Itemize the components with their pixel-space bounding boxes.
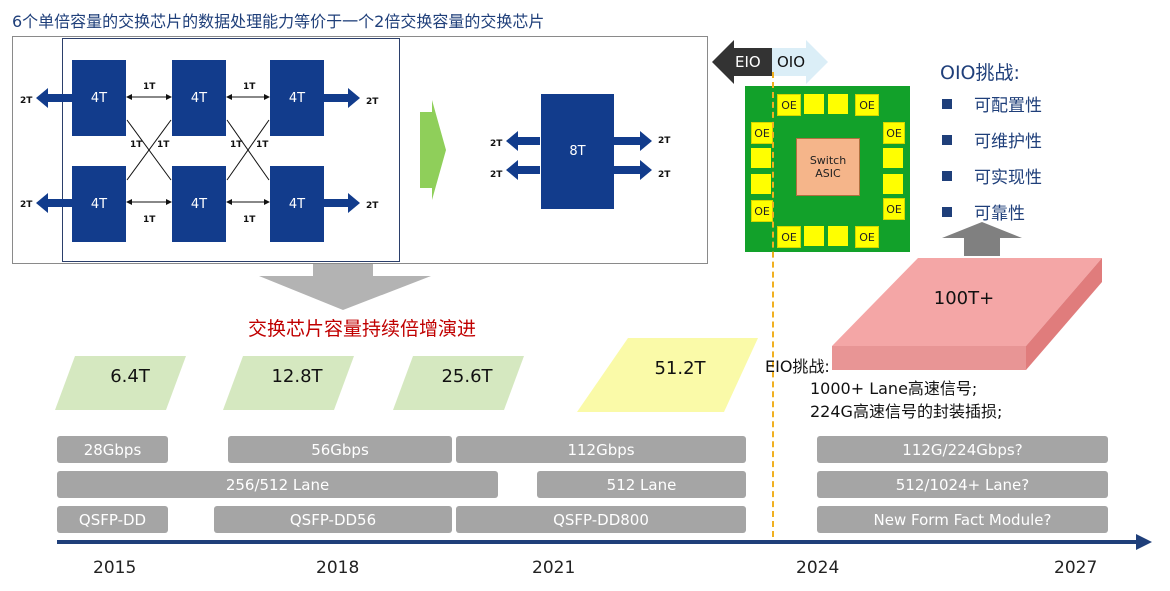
link-label: 1T	[230, 140, 243, 150]
link-label: 2T	[20, 96, 33, 106]
gray-down-arrow	[259, 264, 431, 310]
optical-engine: OE	[777, 226, 801, 248]
oio-challenge-item: 可靠性	[942, 199, 1025, 224]
asic-label: ASIC	[815, 167, 841, 180]
chip-4t: 4T	[72, 60, 126, 136]
speed-bar: 28Gbps	[57, 436, 168, 463]
optical-engine: OE	[883, 122, 905, 144]
eio-oio-divider	[772, 72, 774, 537]
bullet-icon	[942, 206, 952, 217]
optical-engine: OE	[777, 94, 801, 116]
speed-bar: 112G/224Gbps?	[817, 436, 1108, 463]
optical-engine-slot	[828, 226, 848, 246]
optical-engine: OE	[751, 122, 773, 144]
oio-challenge-text: 可实现性	[974, 168, 1042, 188]
chip-4t: 4T	[270, 166, 324, 242]
timeline-axis	[57, 534, 1152, 550]
oio-challenges-title: OIO挑战:	[940, 62, 1020, 84]
lane-bar: 512/1024+ Lane?	[817, 471, 1108, 498]
link-label: 2T	[366, 97, 379, 107]
capacity-label: 100T+	[933, 288, 995, 309]
chip-cluster-frame	[62, 38, 400, 262]
link-label: 2T	[366, 201, 379, 211]
optical-engine-slot	[804, 94, 824, 114]
gray-up-arrow	[942, 222, 1022, 256]
optical-engine-slot	[883, 148, 903, 168]
oio-challenge-item: 可配置性	[942, 91, 1042, 116]
link-label: 2T	[658, 136, 671, 146]
chip-8t: 8T	[541, 94, 614, 209]
eio-oio-arrows	[712, 40, 828, 84]
optical-engine-slot	[751, 174, 771, 194]
year-label: 2027	[1054, 558, 1098, 578]
link-label: 2T	[20, 200, 33, 210]
capacity-label: 25.6T	[441, 366, 493, 387]
oio-label: OIO	[777, 53, 806, 71]
year-label: 2018	[316, 558, 360, 578]
link-label: 2T	[658, 170, 671, 180]
link-label: 1T	[243, 82, 256, 92]
year-label: 2024	[796, 558, 840, 578]
speed-bar: 56Gbps	[228, 436, 452, 463]
asic-label: Switch	[809, 154, 847, 167]
bullet-icon	[942, 134, 952, 145]
capacity-label: 12.8T	[271, 366, 323, 387]
module-bar: QSFP-DD800	[456, 506, 746, 533]
optical-engine: OE	[855, 226, 879, 248]
bullet-icon	[942, 170, 952, 181]
lane-bar: 512 Lane	[537, 471, 746, 498]
chip-4t: 4T	[72, 166, 126, 242]
module-bar: New Form Fact Module?	[817, 506, 1108, 533]
oio-challenge-text: 可维护性	[974, 132, 1042, 152]
capacity-label: 6.4T	[110, 366, 150, 387]
optical-engine: OE	[883, 198, 905, 220]
optical-engine: OE	[855, 94, 879, 116]
optical-engine: OE	[751, 200, 773, 222]
link-label: 1T	[157, 140, 170, 150]
link-label: 1T	[143, 215, 156, 225]
link-label: 1T	[256, 140, 269, 150]
link-label: 1T	[130, 140, 143, 150]
evolution-label: 交换芯片容量持续倍增演进	[248, 318, 477, 340]
link-label: 2T	[490, 139, 503, 149]
optical-engine-slot	[804, 226, 824, 246]
eio-challenge-item: 224G高速信号的封装插损;	[810, 402, 1003, 421]
switch-asic: Switch ASIC	[796, 138, 860, 196]
link-label: 2T	[490, 170, 503, 180]
bullet-icon	[942, 98, 952, 109]
speed-bar: 112Gbps	[456, 436, 746, 463]
oio-challenge-item: 可维护性	[942, 127, 1042, 152]
optical-engine-slot	[751, 148, 771, 168]
module-bar: QSFP-DD56	[214, 506, 452, 533]
lane-bar: 256/512 Lane	[57, 471, 498, 498]
chip-4t: 4T	[172, 166, 226, 242]
capacity-label: 51.2T	[654, 358, 706, 379]
oio-challenge-item: 可实现性	[942, 163, 1042, 188]
oio-challenge-text: 可靠性	[974, 204, 1025, 224]
link-label: 1T	[243, 215, 256, 225]
link-label: 1T	[143, 82, 156, 92]
chip-4t: 4T	[172, 60, 226, 136]
eio-label: EIO	[735, 53, 761, 71]
eio-challenges-title: EIO挑战:	[765, 357, 830, 376]
year-label: 2021	[532, 558, 576, 578]
optical-engine-slot	[828, 94, 848, 114]
year-label: 2015	[93, 558, 137, 578]
optical-engine-slot	[883, 174, 903, 194]
chip-4t: 4T	[270, 60, 324, 136]
oio-challenge-text: 可配置性	[974, 96, 1042, 116]
page-title: 6个单倍容量的交换芯片的数据处理能力等价于一个2倍交换容量的交换芯片	[12, 12, 545, 31]
module-bar: QSFP-DD	[57, 506, 168, 533]
eio-challenge-item: 1000+ Lane高速信号;	[810, 379, 978, 398]
